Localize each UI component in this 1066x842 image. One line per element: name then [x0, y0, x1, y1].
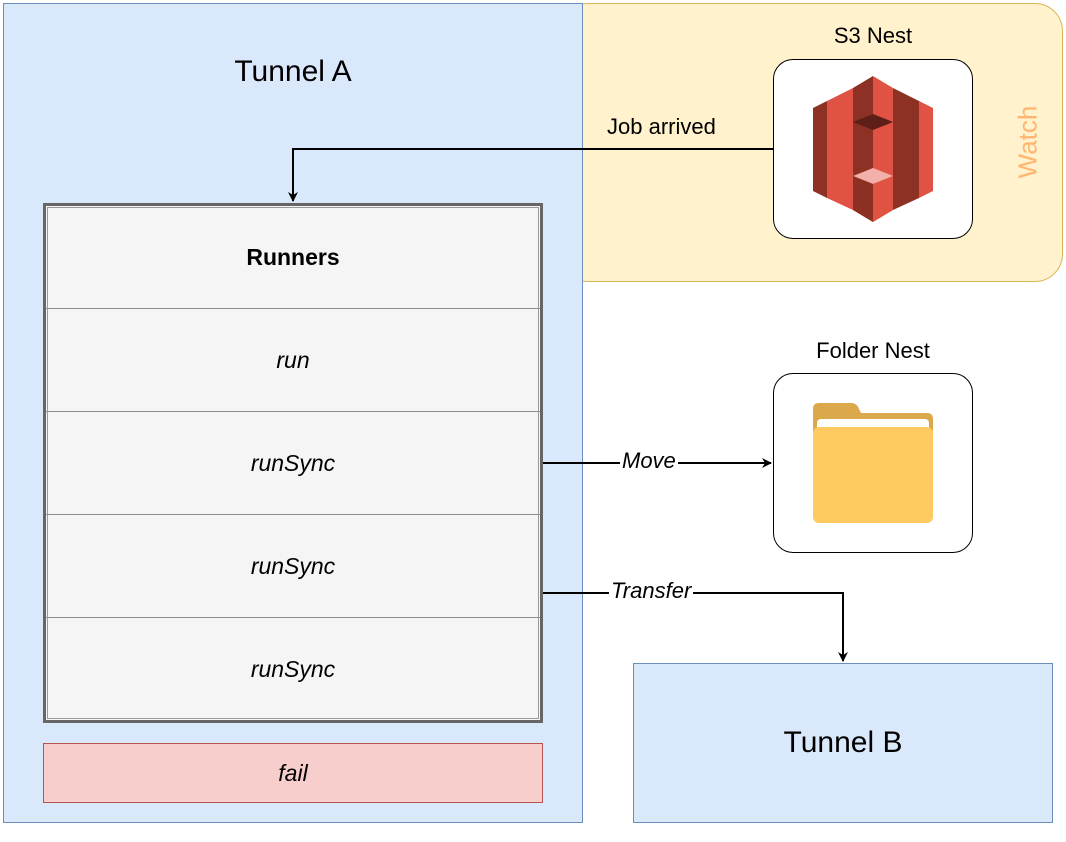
tunnel-a-title: Tunnel A	[234, 55, 352, 88]
job-arrived-label: Job arrived	[607, 114, 716, 139]
folder-icon	[813, 403, 933, 523]
s3-nest-caption: S3 Nest	[833, 23, 913, 48]
s3-nest-node	[773, 59, 973, 239]
transfer-label: Transfer	[609, 578, 694, 604]
runner-row-runsync-3: runSync	[46, 617, 540, 720]
runner-row-run: run	[46, 308, 540, 411]
folder-nest-node	[773, 373, 973, 553]
runner-row-runsync-1: runSync	[46, 411, 540, 514]
runners-table: Runners run runSync runSync runSync	[43, 203, 543, 723]
move-label: Move	[620, 448, 678, 474]
watch-label: Watch	[1012, 105, 1043, 179]
tunnel-b-box: Tunnel B	[633, 663, 1053, 823]
amazon-s3-icon	[813, 76, 933, 222]
runners-header: Runners	[246, 243, 340, 270]
fail-box: fail	[43, 743, 543, 803]
folder-nest-caption: Folder Nest	[816, 338, 930, 363]
runner-row-runsync-2: runSync	[46, 514, 540, 617]
